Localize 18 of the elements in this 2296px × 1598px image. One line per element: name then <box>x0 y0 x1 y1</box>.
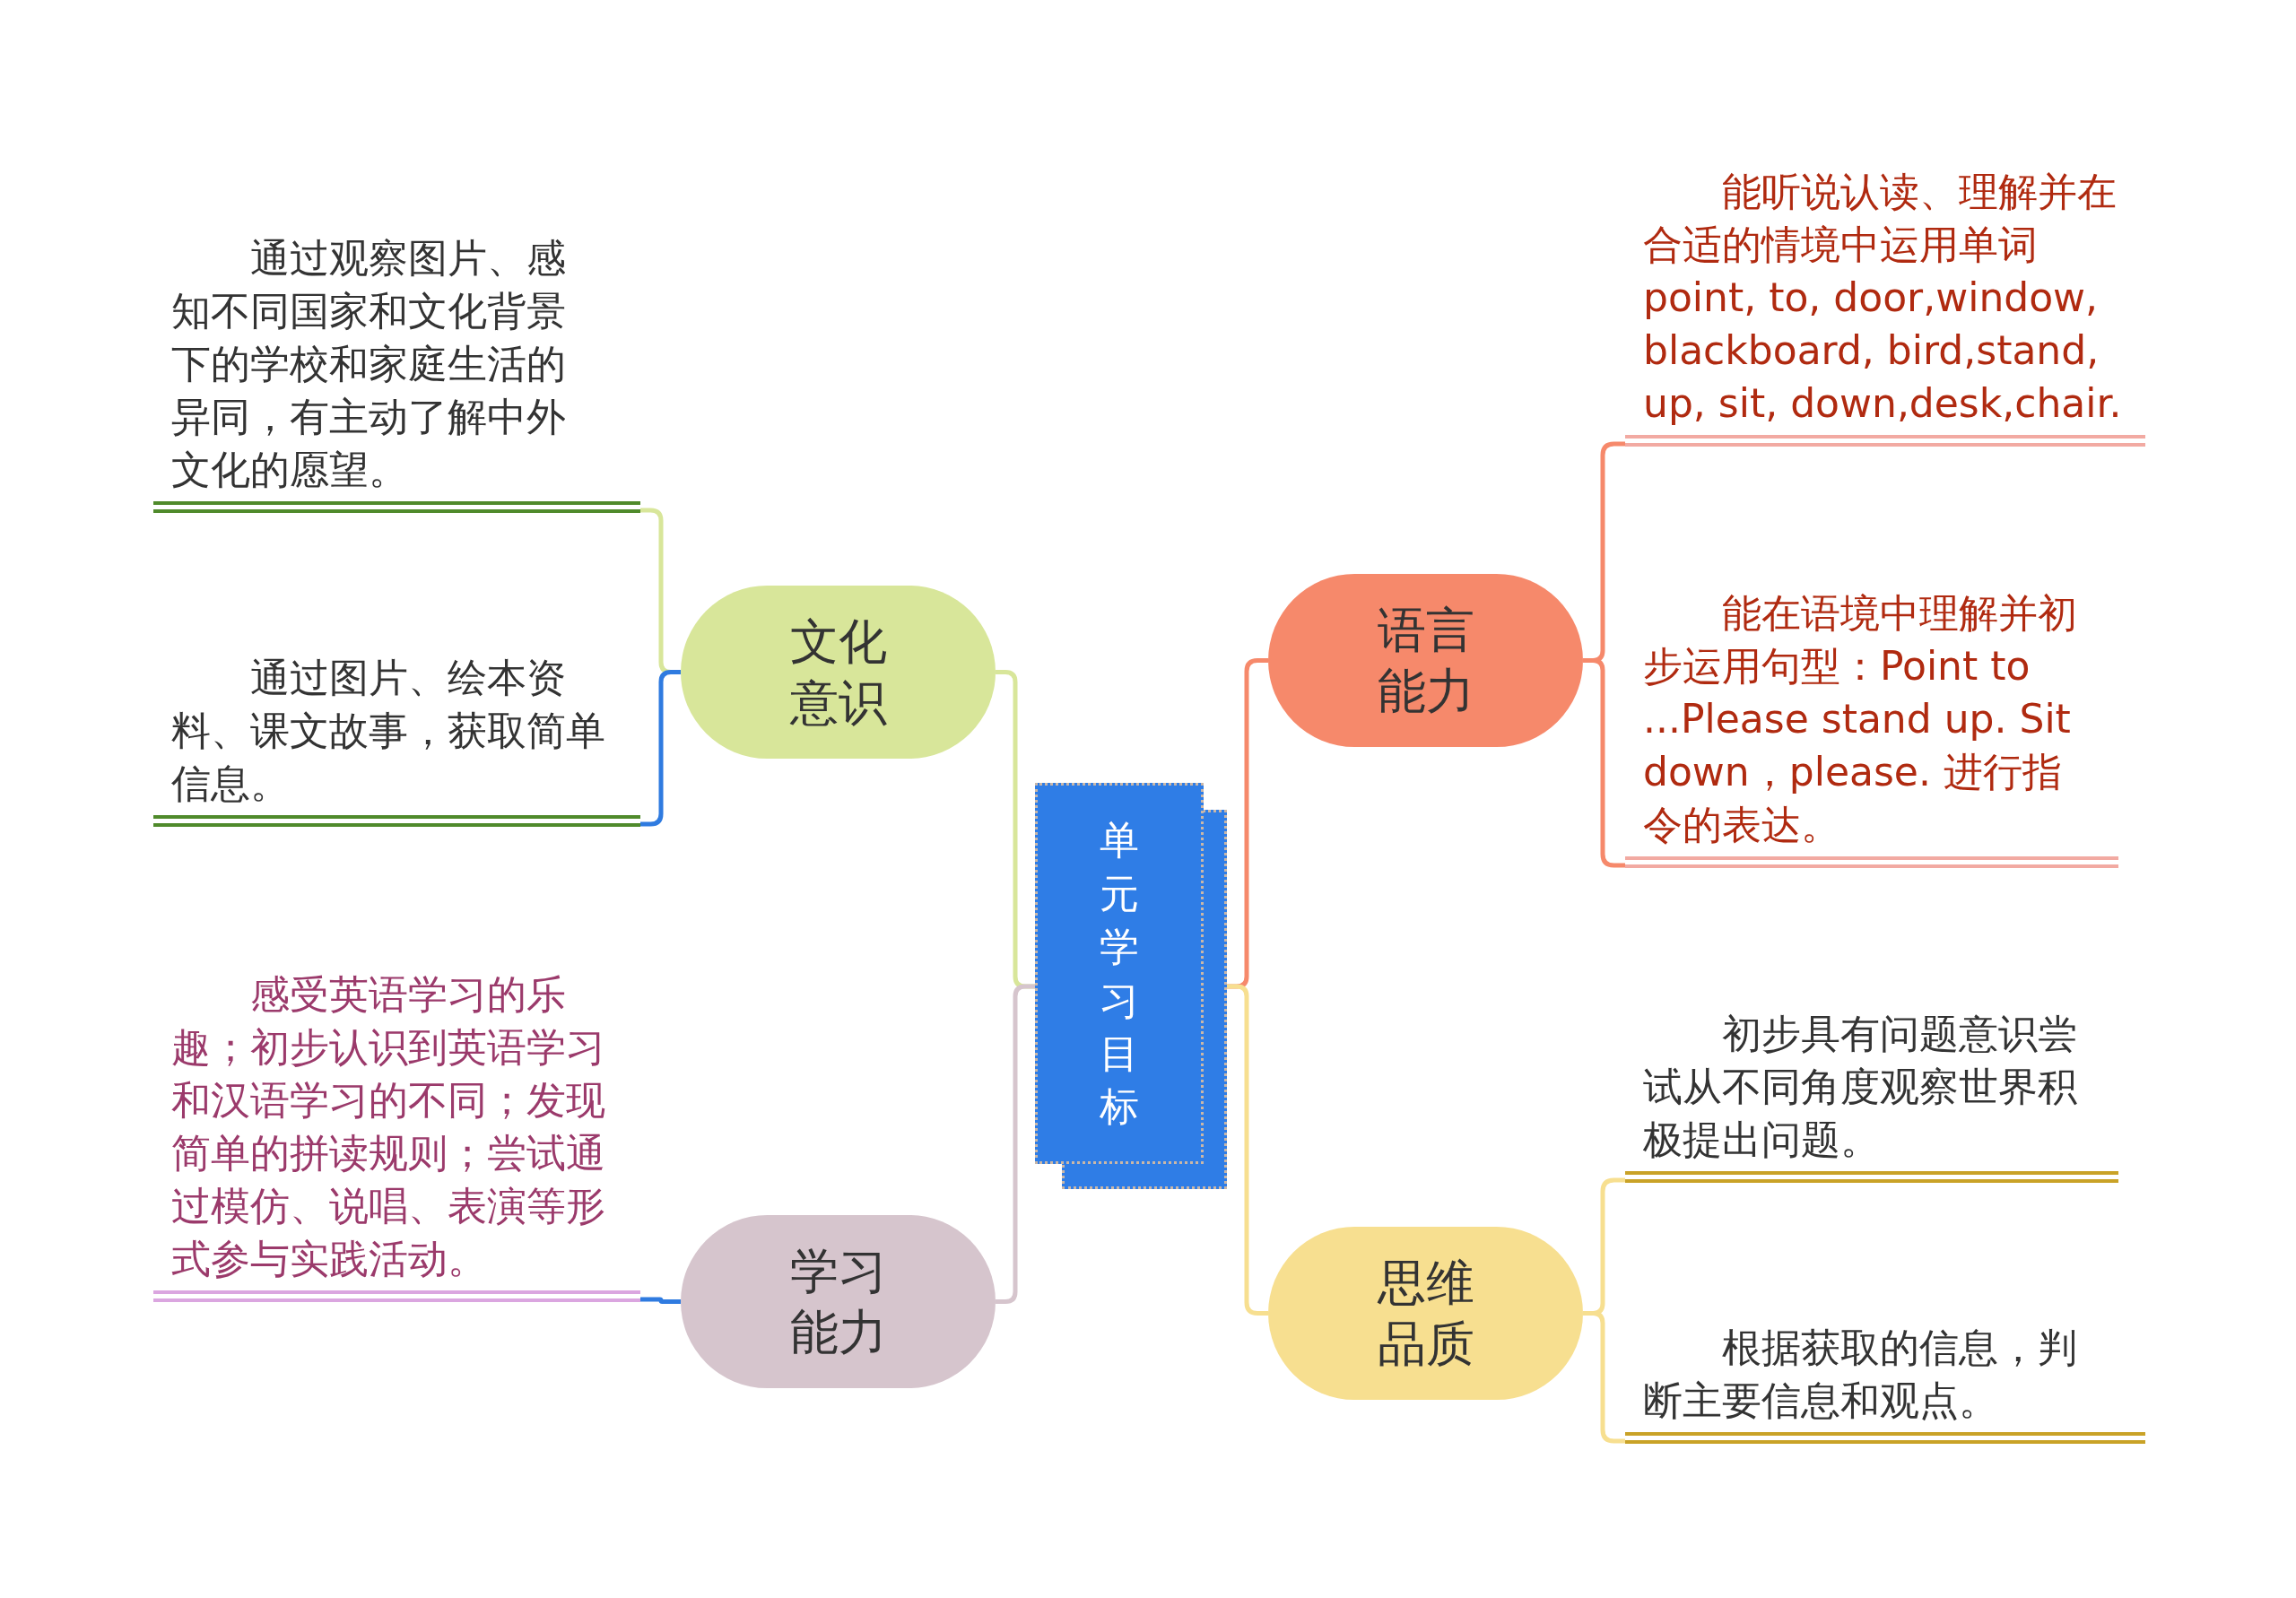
connector-line <box>1227 984 1268 1316</box>
branch-title: 学习能力 <box>789 1242 887 1362</box>
note-text: 能听说认读、理解并在合适的情境中运用单词point, to, door,window, blackboard, bird,stand, up, sit, down,desk,chair. <box>1643 168 2123 428</box>
branch-title: 思维品质 <box>1377 1254 1474 1374</box>
branch-title: 语言能力 <box>1377 601 1474 721</box>
note-text: 通过观察图片、感知不同国家和文化背景下的学校和家庭生活的异同，有主动了解中外文化的愿望。 <box>171 234 567 494</box>
note-text: 能在语境中理解并初步运用句型：Point to ...Please stand up. Sit down，please. 进行指令的表达。 <box>1643 589 2078 849</box>
connector-line <box>640 670 681 827</box>
note-text: 根据获取的信息，判断主要信息和观点。 <box>1643 1324 2078 1425</box>
note-text: 通过图片、绘本资料、课文故事，获取简单信息。 <box>171 654 606 808</box>
note-text: 感受英语学习的乐趣；初步认识到英语学习和汉语学习的不同；发现简单的拼读规则；尝试通过模仿、说唱、表演等形式参与实践活动。 <box>171 970 606 1283</box>
branch-title: 文化意识 <box>789 612 887 733</box>
central-topic-box <box>1035 783 1227 1189</box>
connector-line <box>640 1297 681 1304</box>
connector-line <box>996 984 1035 1304</box>
connector-line <box>1583 658 1625 868</box>
note-text: 初步具有问题意识尝试从不同角度观察世界积极提出问题。 <box>1643 1010 2078 1164</box>
topic-title: 单元学习目标 <box>1100 816 1139 1132</box>
